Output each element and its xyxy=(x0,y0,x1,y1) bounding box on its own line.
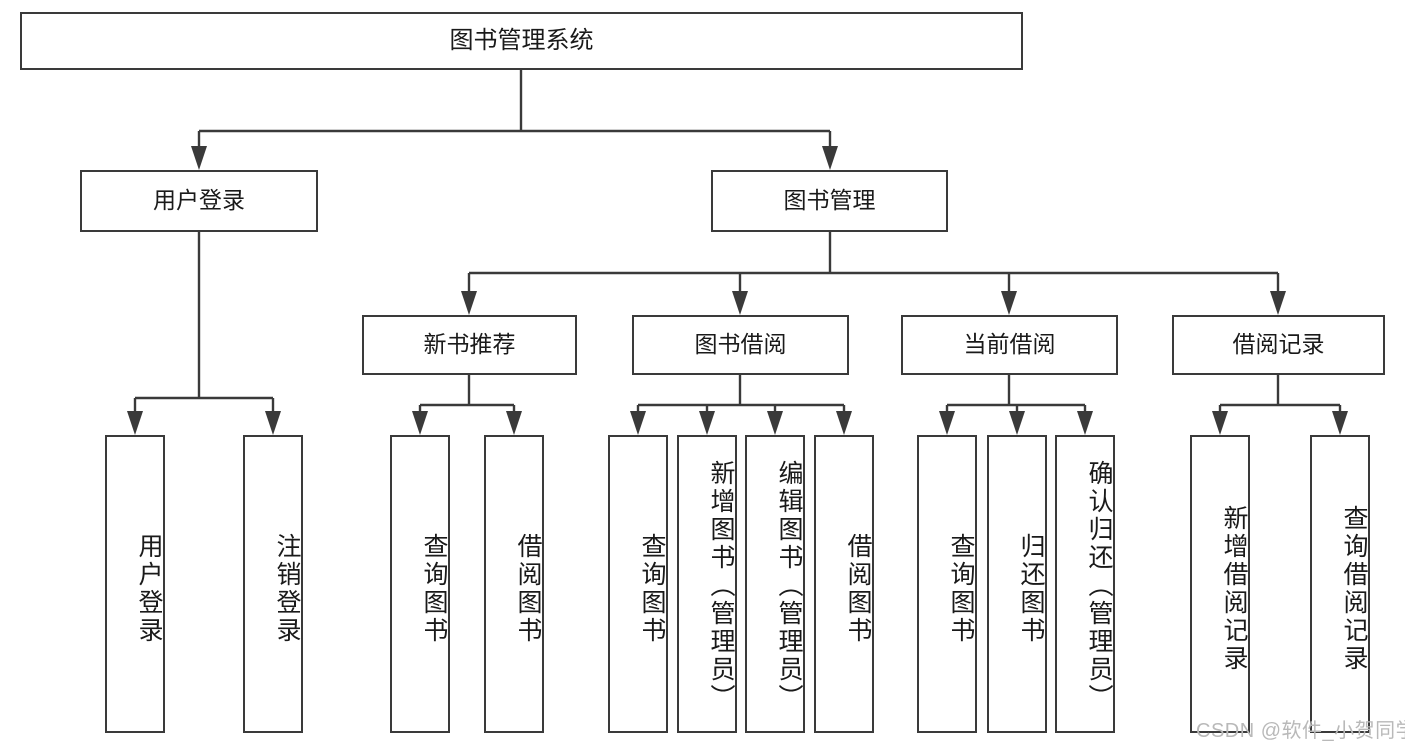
node-borrow-record[interactable]: 借阅记录 xyxy=(1172,315,1385,375)
leaf-return-book[interactable]: 归还图书 xyxy=(987,435,1047,733)
node-user-login[interactable]: 用户登录 xyxy=(80,170,318,232)
node-label: 归还图书 xyxy=(1017,533,1045,645)
node-label: 新增图书（管理员） xyxy=(707,459,735,712)
arrow-leaf-edit-book xyxy=(767,411,783,435)
node-label: 图书管理 xyxy=(783,187,876,214)
node-label: 借阅图书 xyxy=(514,533,542,645)
arrow-leaf-query-book-1 xyxy=(412,411,428,435)
node-label: 借阅记录 xyxy=(1232,331,1325,358)
node-book-borrow[interactable]: 图书借阅 xyxy=(632,315,849,375)
node-current-borrow[interactable]: 当前借阅 xyxy=(901,315,1118,375)
leaf-add-book-admin[interactable]: 新增图书（管理员） xyxy=(677,435,737,733)
leaf-query-borrow-record[interactable]: 查询借阅记录 xyxy=(1310,435,1370,733)
leaf-add-borrow-record[interactable]: 新增借阅记录 xyxy=(1190,435,1250,733)
arrow-to-book-manage xyxy=(822,146,838,170)
arrow-leaf-logout xyxy=(265,411,281,435)
node-new-book-recommend[interactable]: 新书推荐 xyxy=(362,315,577,375)
node-label: 用户登录 xyxy=(135,533,163,645)
leaf-query-book-borrow[interactable]: 查询图书 xyxy=(608,435,668,733)
leaf-logout[interactable]: 注销登录 xyxy=(243,435,303,733)
node-root-book-management-system[interactable]: 图书管理系统 xyxy=(20,12,1023,70)
node-label: 查询图书 xyxy=(947,533,975,645)
arrow-to-current-borrow xyxy=(1001,291,1017,315)
csdn-watermark: CSDN @软件_小贺同学 xyxy=(1196,720,1405,742)
node-label: 确认归还（管理员） xyxy=(1085,459,1113,712)
node-label: 图书管理系统 xyxy=(449,26,594,54)
arrow-to-new-book xyxy=(461,291,477,315)
node-label: 当前借阅 xyxy=(963,331,1056,358)
node-label: 图书借阅 xyxy=(694,331,787,358)
node-label: 查询图书 xyxy=(638,533,666,645)
leaf-user-login[interactable]: 用户登录 xyxy=(105,435,165,733)
arrow-to-borrow-record xyxy=(1270,291,1286,315)
leaf-borrow-book-recommend[interactable]: 借阅图书 xyxy=(484,435,544,733)
node-label: 编辑图书（管理员） xyxy=(775,459,803,712)
leaf-edit-book-admin[interactable]: 编辑图书（管理员） xyxy=(745,435,805,733)
leaf-query-book-recommend[interactable]: 查询图书 xyxy=(390,435,450,733)
node-label: 查询图书 xyxy=(420,533,448,645)
node-label: 查询借阅记录 xyxy=(1340,505,1368,673)
node-book-management[interactable]: 图书管理 xyxy=(711,170,948,232)
node-label: 用户登录 xyxy=(153,187,245,214)
arrow-leaf-return-book xyxy=(1009,411,1025,435)
arrow-leaf-user-login xyxy=(127,411,143,435)
arrow-leaf-confirm-return xyxy=(1077,411,1093,435)
leaf-confirm-return-admin[interactable]: 确认归还（管理员） xyxy=(1055,435,1115,733)
leaf-query-book-current[interactable]: 查询图书 xyxy=(917,435,977,733)
node-label: 新书推荐 xyxy=(423,331,516,358)
arrow-to-borrow-book xyxy=(732,291,748,315)
arrow-leaf-add-book xyxy=(699,411,715,435)
leaf-borrow-book-borrow[interactable]: 借阅图书 xyxy=(814,435,874,733)
arrow-leaf-borrow-book-2 xyxy=(836,411,852,435)
arrow-leaf-query-record xyxy=(1332,411,1348,435)
node-label: 注销登录 xyxy=(273,533,301,645)
node-label: 借阅图书 xyxy=(844,533,872,645)
arrow-leaf-query-book-3 xyxy=(939,411,955,435)
arrow-leaf-query-book-2 xyxy=(630,411,646,435)
node-label: 新增借阅记录 xyxy=(1220,505,1248,673)
arrow-leaf-add-record xyxy=(1212,411,1228,435)
arrow-leaf-borrow-book-1 xyxy=(506,411,522,435)
arrow-to-user-login xyxy=(191,146,207,170)
